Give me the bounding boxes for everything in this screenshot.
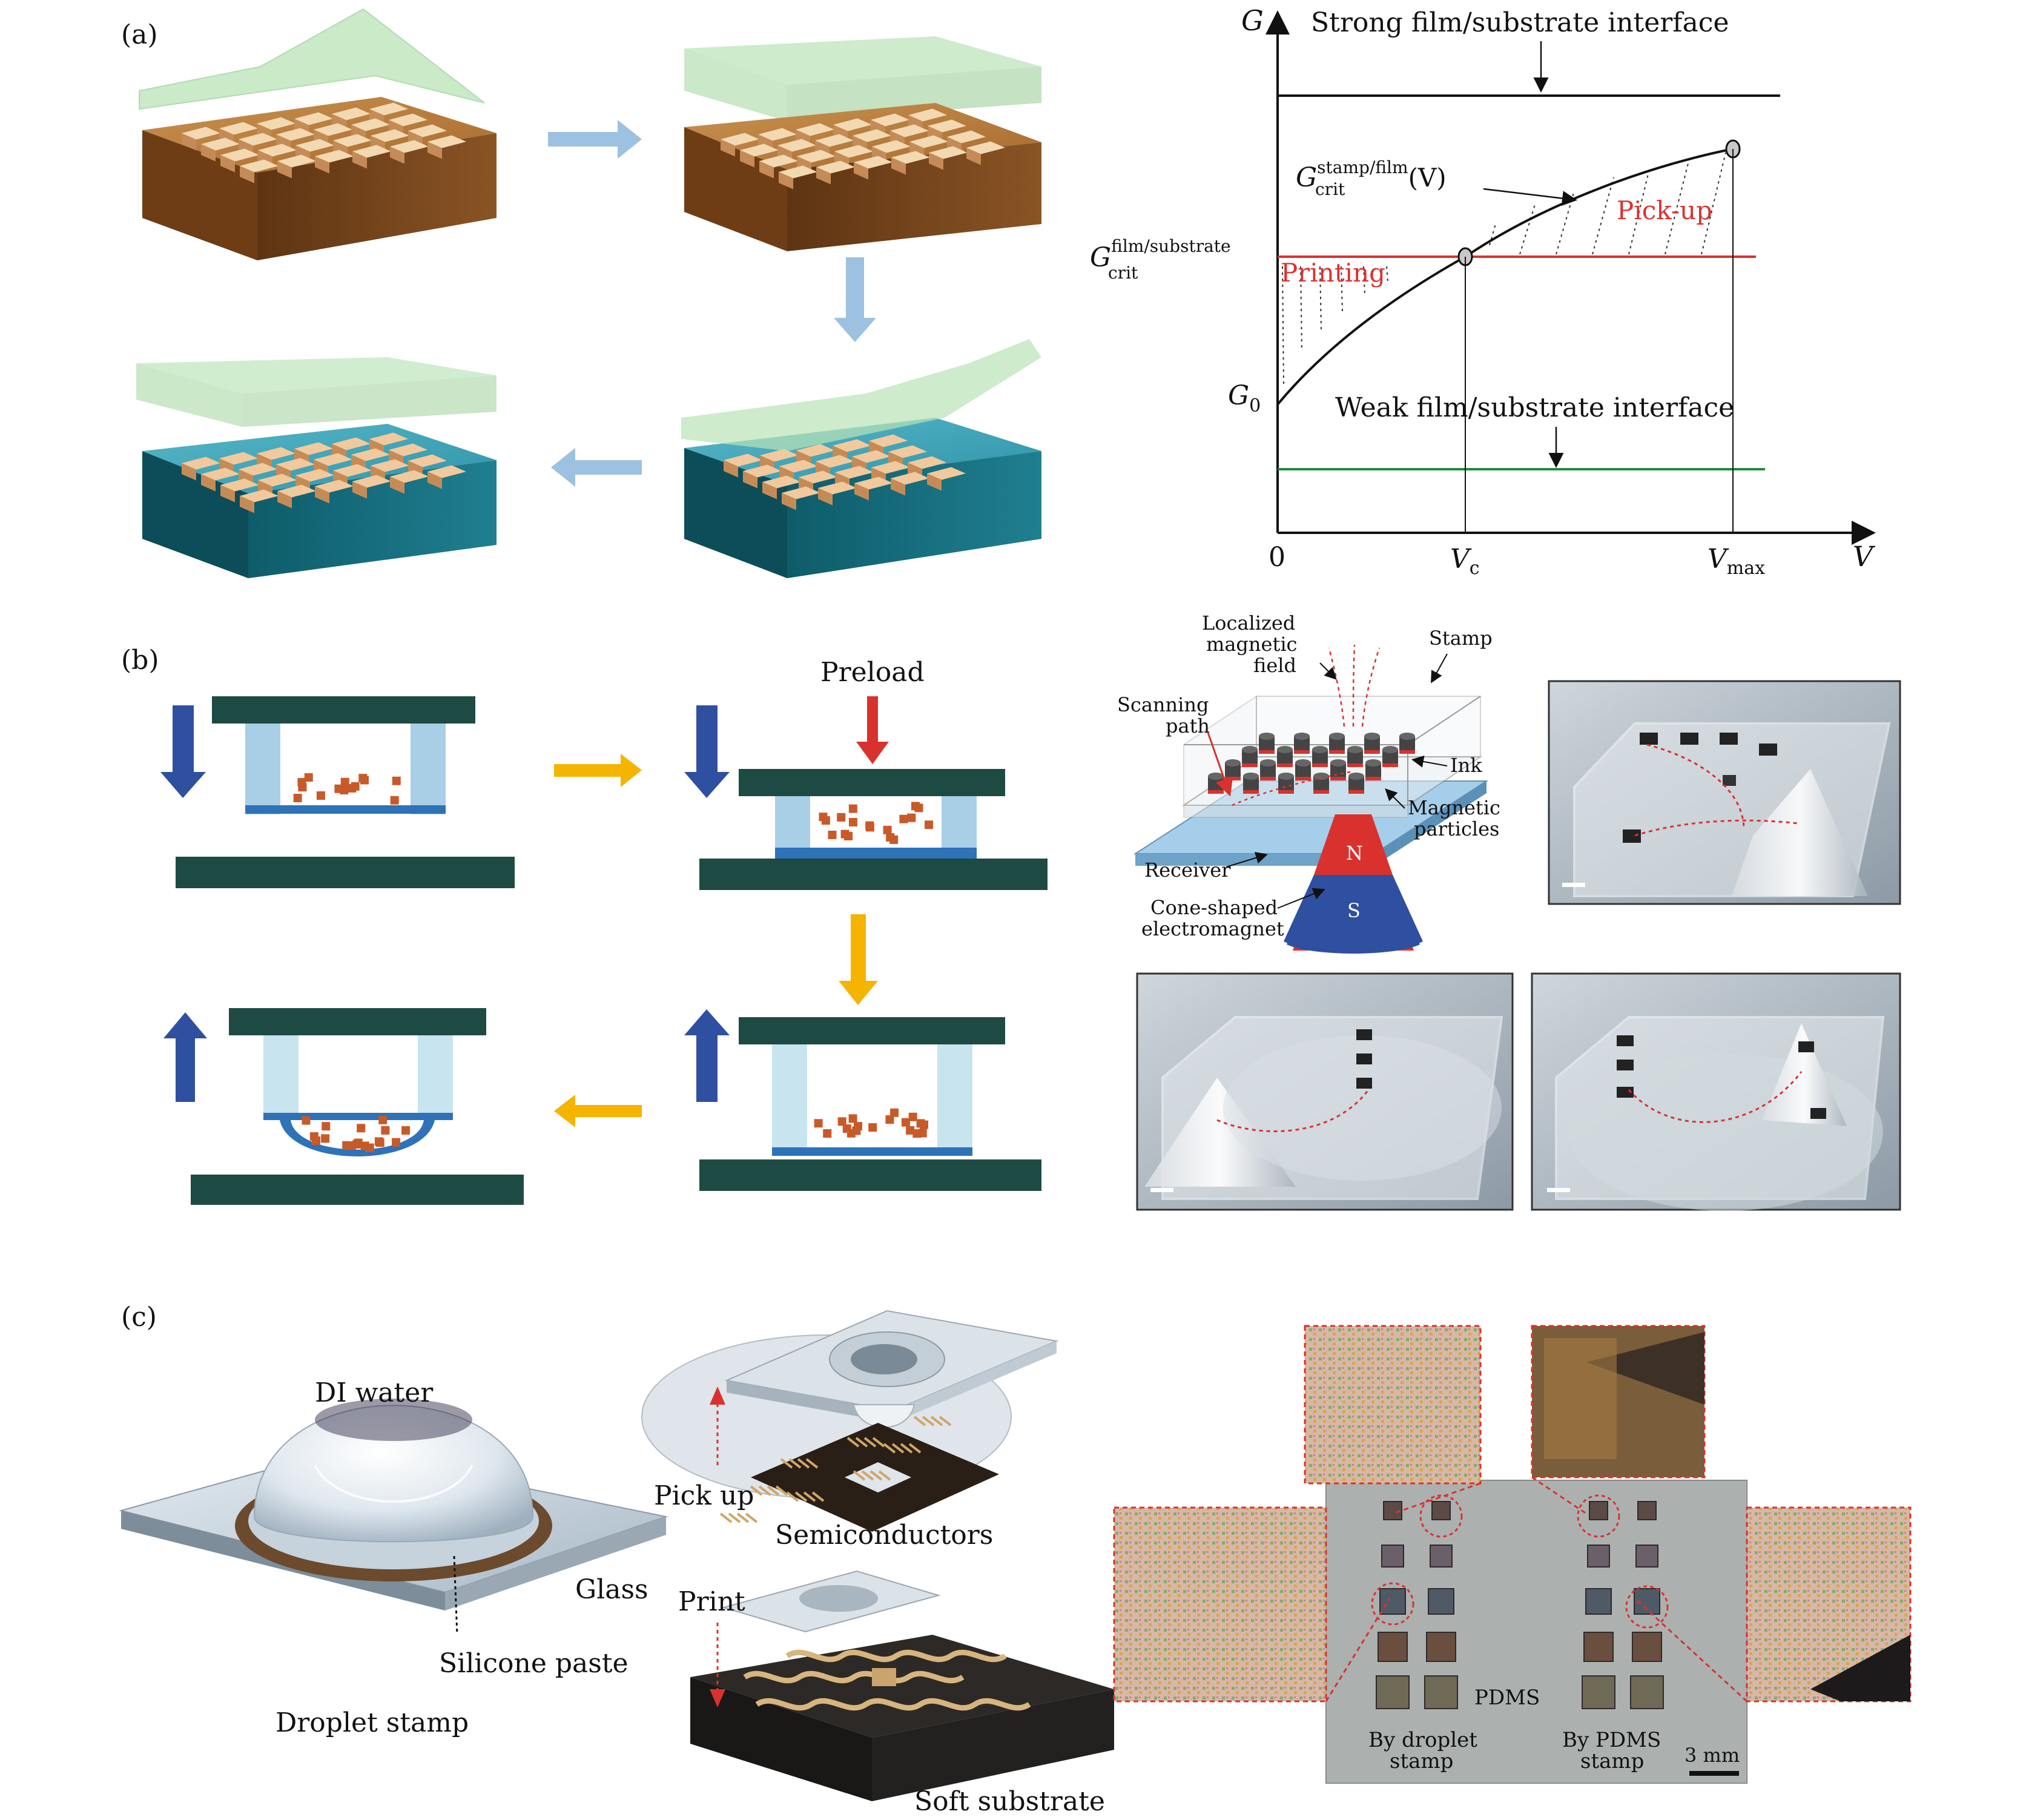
- magnetic-particles-label-2: particles: [1414, 817, 1499, 840]
- magnetic-schematic: N S Localized magnetic field Stamp Scann…: [1117, 612, 1500, 954]
- chip-photo-composite: PDMS By droplet stamp By PDMS stamp 3 mm: [1113, 1325, 1912, 1784]
- arrow-right-b: [554, 754, 642, 787]
- b-step1-illustration: [160, 696, 515, 888]
- b-step4-illustration: [163, 1008, 524, 1205]
- gcrit-label: Gstamp/film(V): [1296, 157, 1447, 193]
- a-step3-illustration: [681, 339, 1041, 578]
- arrow-a-3: [551, 448, 642, 487]
- photo-b-bottom-left: [1136, 972, 1514, 1211]
- droplet-stamp-illustration: DI water Glass Silicone paste Droplet st…: [119, 1377, 668, 1738]
- pole-n: N: [1346, 842, 1363, 865]
- di-water-label: DI water: [315, 1377, 434, 1408]
- magnetic-particles-label-1: Magnetic: [1408, 796, 1500, 819]
- x-axis-label: V: [1853, 540, 1876, 573]
- ink-label: Ink: [1450, 754, 1482, 777]
- gcrit-sub: crit: [1315, 179, 1345, 199]
- mag-field-label-1: Localized: [1202, 612, 1295, 635]
- vc-label: Vc: [1450, 544, 1480, 579]
- by-droplet-label-2: stamp: [1390, 1749, 1453, 1773]
- b-step3-illustration: [684, 1009, 1041, 1191]
- printing-hatch: [1282, 266, 1388, 388]
- chip-zoom-top-left: [1304, 1325, 1482, 1485]
- arrow-left-b: [554, 1095, 642, 1127]
- receiver-label: Receiver: [1144, 859, 1231, 882]
- glass-label: Glass: [575, 1574, 648, 1605]
- arrow-down-1: [160, 705, 206, 798]
- arrow-down-b: [839, 914, 878, 1005]
- by-droplet-label-1: By droplet: [1368, 1728, 1477, 1752]
- adhesion-graph: G V 0 Strong film/substrate interface We…: [1090, 4, 1876, 579]
- photo-b-top: [1548, 680, 1901, 905]
- b-step2-illustration: Preload: [684, 657, 1048, 890]
- chip-zoom-left: [1113, 1506, 1327, 1703]
- electromagnet-label-2: electromagnet: [1141, 917, 1284, 940]
- y-axis-label: G: [1241, 4, 1264, 37]
- pickup-label: Pick-up: [1617, 196, 1712, 225]
- mag-field-label-2: magnetic: [1206, 633, 1297, 656]
- by-pdms-label-2: stamp: [1580, 1749, 1644, 1773]
- arrow-up-3: [684, 1009, 730, 1102]
- soft-substrate-label: Soft substrate: [914, 1786, 1105, 1817]
- arrow-up-4: [163, 1012, 207, 1102]
- panel-b-label: (b): [121, 645, 159, 676]
- arrow-a-1: [548, 120, 642, 159]
- panel-c-label: (c): [121, 1302, 157, 1333]
- pdms-label: PDMS: [1474, 1686, 1540, 1710]
- preload-label: Preload: [820, 657, 925, 688]
- arrow-a-2: [834, 257, 876, 342]
- pole-s: S: [1347, 899, 1361, 922]
- g0-label: G0: [1228, 380, 1261, 417]
- semiconductors-label: Semiconductors: [775, 1520, 993, 1551]
- a-step4-illustration: [136, 357, 497, 578]
- scanning-label-1: Scanning: [1117, 693, 1209, 716]
- origin-label: 0: [1269, 542, 1285, 573]
- pickup-print-illustration: Pick up Semiconductors Print Soft substr…: [641, 1310, 1114, 1817]
- by-pdms-label-1: By PDMS: [1562, 1728, 1661, 1752]
- printing-label: Printing: [1281, 258, 1385, 288]
- photo-b-bottom-right: [1531, 972, 1901, 1211]
- vmax-label: Vmax: [1708, 544, 1765, 579]
- a-step2-illustration: [684, 36, 1041, 251]
- scanning-label-2: path: [1166, 714, 1210, 737]
- mag-field-label-3: field: [1253, 654, 1296, 677]
- panel-a-label: (a): [121, 19, 158, 50]
- silicone-paste-label: Silicone paste: [439, 1648, 629, 1679]
- droplet-stamp-label: Droplet stamp: [276, 1707, 469, 1738]
- pick-up-label: Pick up: [654, 1480, 754, 1511]
- arrow-down-2: [684, 705, 730, 798]
- stamp-label: Stamp: [1429, 627, 1493, 650]
- print-label: Print: [678, 1586, 745, 1617]
- scale-bar: [1689, 1771, 1739, 1776]
- electromagnet-label-1: Cone-shaped: [1150, 896, 1278, 919]
- scale-bar-label: 3 mm: [1684, 1744, 1740, 1767]
- weak-interface-label: Weak film/substrate interface: [1335, 392, 1734, 423]
- a-step1-illustration: [139, 8, 497, 260]
- strong-interface-label: Strong film/substrate interface: [1311, 7, 1729, 38]
